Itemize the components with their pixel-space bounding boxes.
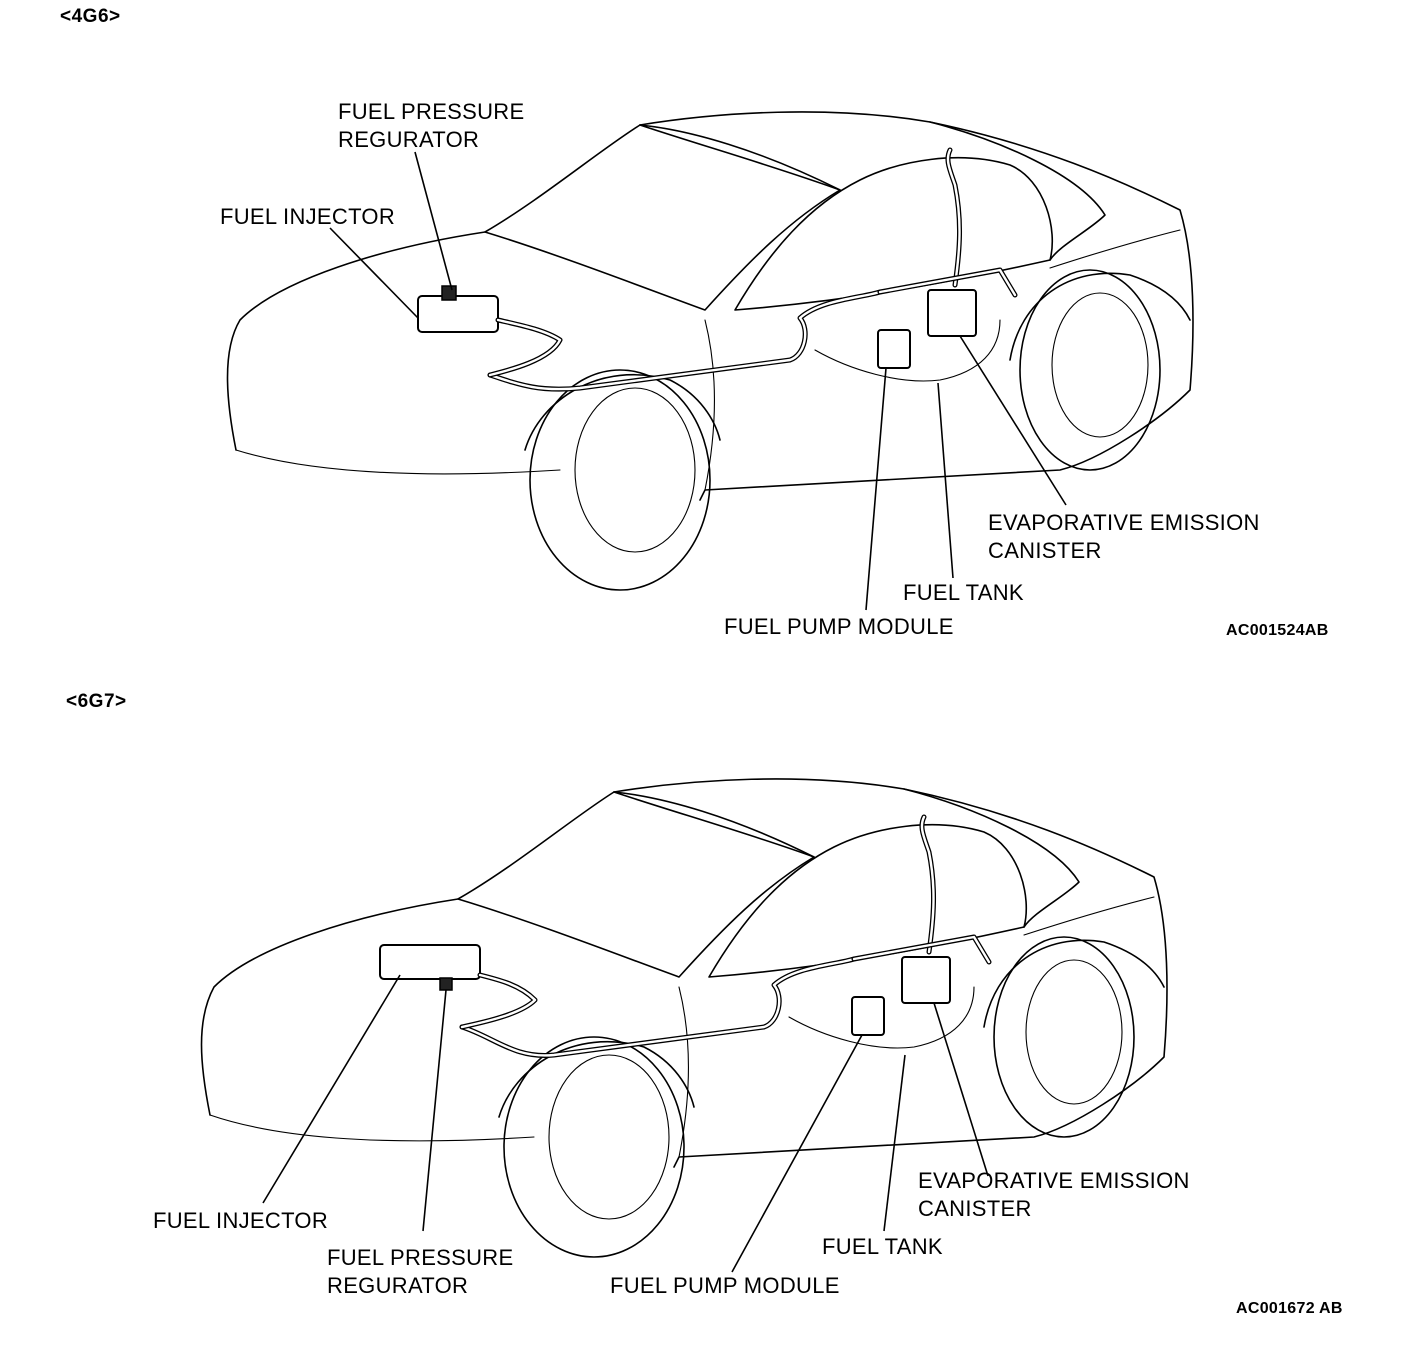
fuel-pressure-regurator-part [441,285,457,301]
leader-fuel-injector [329,227,419,319]
evap-canister-part [927,289,977,337]
callout-line: FUEL INJECTOR [220,204,396,229]
door-line [678,986,689,1158]
callout-fuel-tank: FUEL TANK [903,579,1024,607]
rear-wheel [1019,269,1161,471]
car-body-outline [200,778,1168,1168]
callout-fuel-pump-module: FUEL PUMP MODULE [610,1272,840,1300]
front-wheel [529,369,711,591]
leader-evap-canister [933,1002,989,1177]
leader-fuel-tank [937,382,954,579]
figure-id: AC001672 AB [1236,1300,1343,1317]
callout-line: CANISTER [988,538,1102,563]
car-fuel-system-drawing [226,111,1194,611]
evap-canister-part [901,956,951,1004]
rear-wheel-rim [1051,292,1149,438]
fuel-pump-module-part [851,996,885,1036]
callout-fuel-pressure-regurator: FUEL PRESSURE REGURATOR [327,1244,513,1300]
fuel-pressure-regurator-part [439,977,453,991]
rear-deck-line [1023,896,1155,936]
callout-fuel-injector: FUEL INJECTOR [220,203,395,231]
callout-fuel-pump-module: FUEL PUMP MODULE [724,613,954,641]
car-body-outline [226,111,1194,501]
engine-code-label: <6G7> [66,691,127,712]
rail-feed-line-inner [488,318,562,377]
callout-line: FUEL INJECTOR [153,1208,329,1233]
callout-line: REGURATOR [327,1273,469,1298]
leader-fuel-pump-module [865,367,887,611]
callout-line: FUEL PRESSURE [327,1245,514,1270]
callout-line: FUEL PUMP MODULE [724,614,954,639]
leader-evap-canister [959,335,1067,506]
rear-wheel-arch [983,939,1165,1028]
front-wheel-arch [524,374,721,451]
callout-line: EVAPORATIVE EMISSION [918,1168,1190,1193]
figure-id: AC001524AB [1226,622,1329,639]
fuel-line-inner [460,957,856,1057]
rear-wheel-rim [1025,959,1123,1105]
rail-feed-line [487,317,563,378]
vapor-line-inner [878,268,1017,297]
windshield-top [639,124,841,191]
rear-wheel-arch [1009,272,1191,361]
fuel-injector-rail [379,944,481,980]
front-wheel-rim [548,1054,670,1220]
leader-fuel-tank [883,1054,906,1232]
leader-fuel-pump-module [731,1034,863,1273]
front-wheel-arch [498,1041,695,1118]
callout-fuel-pressure-regurator: FUEL PRESSURE REGURATOR [338,98,524,154]
callout-fuel-injector: FUEL INJECTOR [153,1207,328,1235]
callout-fuel-tank: FUEL TANK [822,1233,943,1261]
callout-line: REGURATOR [338,127,480,152]
callout-evap-canister: EVAPORATIVE EMISSION CANISTER [988,509,1260,565]
fuel-pump-module-part [877,329,911,369]
leader-fuel-pressure-regurator [422,989,447,1232]
callout-line: FUEL PUMP MODULE [610,1273,840,1298]
fuel-line-inner [488,290,882,391]
rear-glass [903,788,1080,928]
windshield-outline [484,124,841,311]
car-fuel-system-drawing [200,778,1168,1273]
windshield-top [613,791,815,858]
rear-wheel [993,936,1135,1138]
callout-line: FUEL TANK [822,1234,943,1259]
fuel-injector-rail [417,295,499,333]
filler-neck-inner [920,815,935,954]
door-line [704,319,715,491]
vapor-line-inner [852,935,991,964]
callout-line: FUEL TANK [903,580,1024,605]
diagram-panel-4g6: <4G6> FUEL PRESSURE REGURATOR FUEL INJEC… [60,6,1329,641]
leader-fuel-pressure-regurator [414,151,453,291]
tank-bay-outline [788,986,975,1049]
callout-line: FUEL PRESSURE [338,99,525,124]
diagram-panel-6g7: <6G7> FUEL INJECTOR FUEL PRESSURE REGURA… [0,675,1408,1350]
hood-line [235,449,561,475]
leader-fuel-injector [262,974,401,1204]
hood-line [209,1114,535,1142]
callout-line: EVAPORATIVE EMISSION [988,510,1260,535]
callout-line: CANISTER [918,1196,1032,1221]
front-wheel [503,1036,685,1258]
rail-feed-line-inner [460,973,537,1029]
tank-bay-outline [814,319,1001,382]
rear-glass [929,121,1106,261]
filler-neck-inner [946,148,961,287]
front-wheel-rim [574,387,696,553]
callout-evap-canister: EVAPORATIVE EMISSION CANISTER [918,1167,1190,1223]
engine-code-label: <4G6> [60,6,121,27]
rear-deck-line [1049,229,1181,269]
windshield-outline [457,791,815,978]
